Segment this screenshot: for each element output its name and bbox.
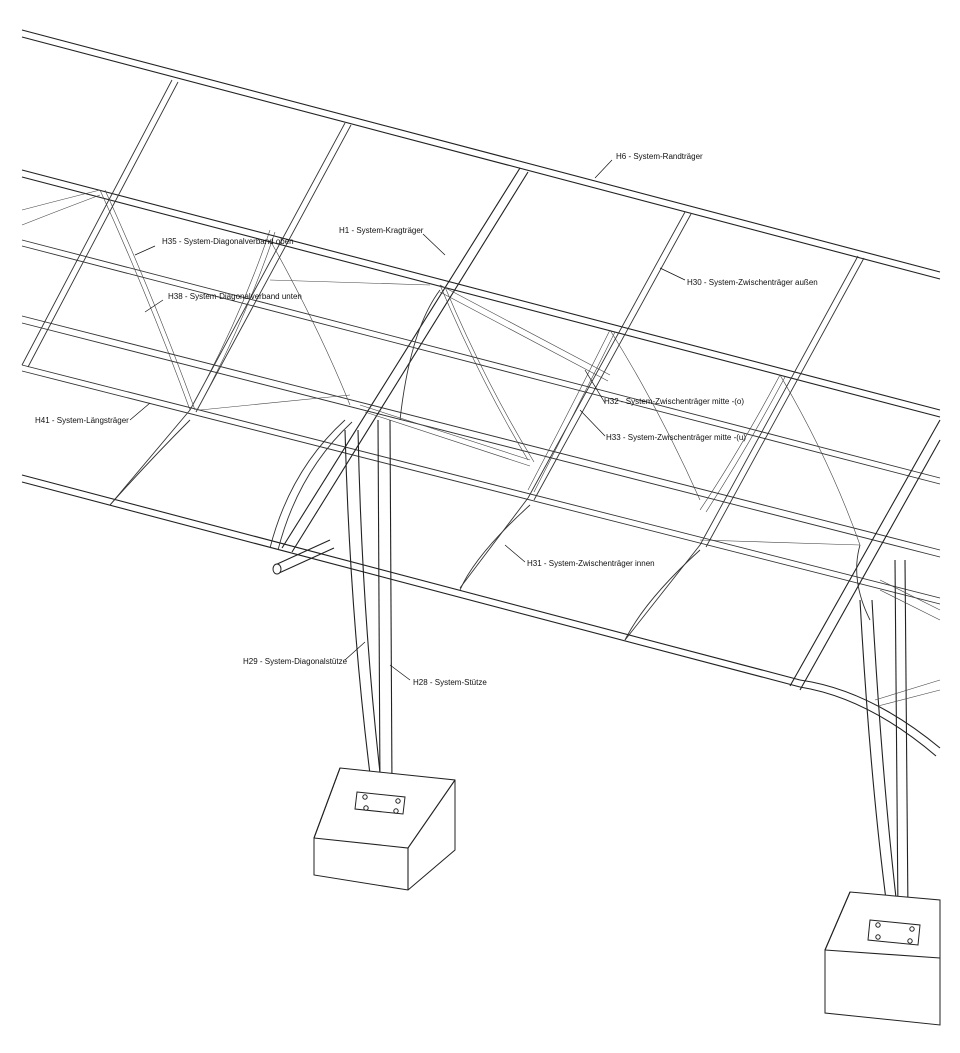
cantilever-beam-right — [789, 419, 941, 691]
foundation-left — [313, 767, 456, 891]
transverse-rafters — [21, 79, 865, 641]
label-h32: H32 - System-Zwischenträger mitte -(o) — [604, 397, 744, 406]
column-h28 — [377, 419, 393, 791]
leader-lines — [129, 159, 686, 681]
intermediate-beam-inner-h31 — [21, 474, 941, 757]
intermediate-beam-outer-h30 — [21, 169, 941, 418]
foundation-right — [824, 891, 941, 1026]
label-h31: H31 - System-Zwischenträger innen — [527, 559, 655, 568]
diagonal-bracing-h35-h38 — [21, 189, 861, 546]
overhang-pipe — [272, 539, 335, 575]
label-h6: H6 - System-Randträger — [616, 152, 703, 161]
cross-ties — [199, 279, 861, 546]
diagonal-strut-h29 — [344, 429, 383, 791]
right-lower-bracing — [874, 579, 941, 707]
label-h30: H30 - System-Zwischenträger außen — [687, 278, 818, 287]
intermediate-beam-middle-lower-h33 — [21, 315, 941, 558]
label-h33: H33 - System-Zwischenträger mitte -(u) — [606, 433, 746, 442]
column-right — [859, 559, 909, 916]
label-h38: H38 - System-Diagonalverband unten — [168, 292, 302, 301]
longitudinal-beam-h41 — [21, 364, 941, 605]
label-h41: H41 - System-Längsträger — [35, 416, 129, 425]
label-h28: H28 - System-Stütze — [413, 678, 487, 687]
edge-beam-h6 — [21, 29, 941, 280]
label-h35: H35 - System-Diagonalverband oben — [162, 237, 294, 246]
label-h29: H29 - System-Diagonalstütze — [243, 657, 348, 666]
intermediate-beam-middle-upper-h32 — [21, 239, 941, 485]
curved-lower-chords — [109, 289, 871, 641]
label-h1: H1 - System-Kragträger — [339, 226, 424, 235]
